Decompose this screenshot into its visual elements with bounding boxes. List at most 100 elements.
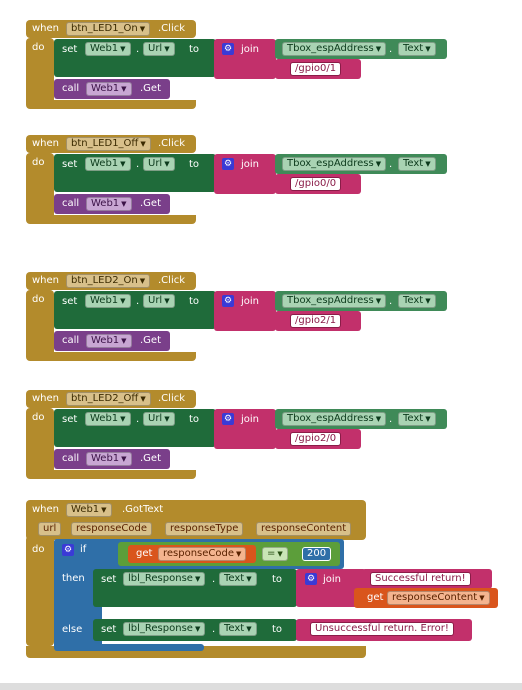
component-dropdown[interactable]: Web1▼ [86, 82, 132, 96]
gear-icon[interactable]: ⚙ [222, 43, 234, 55]
method-name: .Get [140, 453, 162, 464]
dropdown-arrow-icon: ▼ [164, 415, 170, 423]
to-keyword: to [189, 44, 200, 55]
dropdown-arrow-icon: ▼ [375, 45, 382, 53]
text-property-dropdown[interactable]: Text▼ [398, 412, 436, 426]
dropdown-arrow-icon: ▼ [120, 297, 126, 305]
param-url[interactable]: url [38, 522, 62, 536]
then-keyword: then [62, 573, 85, 584]
property-dropdown[interactable]: Text▼ [219, 572, 257, 586]
component-dropdown[interactable]: Web1▼ [86, 452, 132, 466]
when-keyword: when [32, 504, 60, 515]
dropdown-arrow-icon: ▼ [121, 200, 127, 208]
dropdown-arrow-icon: ▼ [425, 45, 431, 53]
param-response-type[interactable]: responseType [165, 522, 244, 536]
dropdown-arrow-icon: ▼ [121, 337, 127, 345]
scrollbar-track[interactable] [0, 683, 522, 690]
component-dropdown[interactable]: Web1▼ [85, 294, 131, 308]
text-property-dropdown[interactable]: Text▼ [398, 294, 436, 308]
set-keyword: set [101, 624, 117, 635]
property-dropdown[interactable]: Url▼ [143, 42, 175, 56]
get-variable-dropdown[interactable]: responseCode▼ [158, 547, 247, 561]
textbox-dropdown[interactable]: Tbox_espAddress▼ [282, 294, 387, 308]
path-string[interactable]: /gpio2/0 [290, 432, 342, 446]
to-keyword: to [189, 296, 200, 307]
gear-icon[interactable]: ⚙ [222, 295, 234, 307]
event-name: .Click [158, 393, 186, 404]
dropdown-arrow-icon: ▼ [140, 395, 146, 403]
gear-icon[interactable]: ⚙ [62, 544, 74, 556]
set-keyword: set [62, 296, 78, 307]
dropdown-arrow-icon: ▼ [139, 277, 146, 285]
property-dropdown[interactable]: Url▼ [143, 412, 175, 426]
label-dropdown[interactable]: lbl_Response▼ [123, 622, 206, 636]
operator-dropdown[interactable]: =▼ [262, 547, 288, 561]
set-keyword: set [62, 414, 78, 425]
textbox-dropdown[interactable]: Tbox_espAddress▼ [282, 412, 387, 426]
method-name: .Get [140, 198, 162, 209]
do-keyword: do [32, 412, 45, 423]
join-keyword: join [241, 44, 260, 55]
set-url-block[interactable] [54, 39, 216, 77]
dropdown-arrow-icon: ▼ [425, 160, 431, 168]
set-url-block[interactable] [54, 409, 216, 447]
path-string[interactable]: /gpio0/0 [290, 177, 342, 191]
property-dropdown[interactable]: Url▼ [143, 294, 175, 308]
dropdown-arrow-icon: ▼ [375, 415, 382, 423]
path-string[interactable]: /gpio0/1 [290, 62, 342, 76]
component-dropdown[interactable]: Web1▼ [86, 334, 132, 348]
number-value[interactable]: 200 [302, 547, 332, 561]
component-dropdown[interactable]: Web1▼ [85, 412, 131, 426]
event-name: .Click [158, 138, 186, 149]
do-keyword: do [32, 294, 45, 305]
set-keyword: set [101, 574, 117, 585]
event-name: .GotText [122, 504, 164, 515]
join-keyword: join [241, 159, 260, 170]
set-url-block[interactable] [54, 291, 216, 329]
call-keyword: call [62, 198, 80, 209]
dropdown-arrow-icon: ▼ [140, 140, 146, 148]
param-response-code[interactable]: responseCode [71, 522, 153, 536]
dropdown-arrow-icon: ▼ [121, 455, 127, 463]
param-response-content[interactable]: responseContent [256, 522, 352, 536]
when-keyword: when [32, 138, 60, 149]
dropdown-arrow-icon: ▼ [246, 625, 252, 633]
component-dropdown[interactable]: Web1▼ [85, 42, 131, 56]
text-property-dropdown[interactable]: Text▼ [398, 42, 436, 56]
response-content-dropdown[interactable]: responseContent▼ [387, 591, 490, 605]
property-dropdown[interactable]: Url▼ [143, 157, 175, 171]
gear-icon[interactable]: ⚙ [222, 158, 234, 170]
when-keyword: when [32, 23, 60, 34]
success-text-string[interactable]: Successful return! [370, 572, 471, 586]
event-name: .Click [158, 23, 186, 34]
dropdown-arrow-icon: ▼ [164, 45, 170, 53]
component-dropdown[interactable]: Web1▼ [66, 503, 112, 517]
path-string[interactable]: /gpio2/1 [290, 314, 342, 328]
error-text-string[interactable]: Unsuccessful return. Error! [310, 622, 454, 636]
component-dropdown[interactable]: Web1▼ [85, 157, 131, 171]
dropdown-arrow-icon: ▼ [277, 550, 283, 558]
method-name: .Get [140, 83, 162, 94]
set-keyword: set [62, 44, 78, 55]
button-dropdown[interactable]: btn_LED1_Off▼ [66, 137, 151, 151]
set-url-block[interactable] [54, 154, 216, 192]
component-dropdown[interactable]: Web1▼ [86, 197, 132, 211]
join-keyword: join [241, 414, 260, 425]
dropdown-arrow-icon: ▼ [246, 575, 252, 583]
button-dropdown[interactable]: btn_LED2_Off▼ [66, 392, 151, 406]
label-dropdown[interactable]: lbl_Response▼ [123, 572, 206, 586]
dropdown-arrow-icon: ▼ [194, 625, 201, 633]
join-keyword: join [323, 574, 342, 585]
else-keyword: else [62, 624, 83, 635]
button-dropdown[interactable]: btn_LED2_On▼ [66, 274, 151, 288]
do-keyword: do [32, 42, 45, 53]
to-keyword: to [272, 574, 283, 585]
text-property-dropdown[interactable]: Text▼ [398, 157, 436, 171]
dropdown-arrow-icon: ▼ [375, 160, 382, 168]
button-dropdown[interactable]: btn_LED1_On▼ [66, 22, 151, 36]
textbox-dropdown[interactable]: Tbox_espAddress▼ [282, 42, 387, 56]
property-dropdown[interactable]: Text▼ [219, 622, 257, 636]
gear-icon[interactable]: ⚙ [222, 413, 234, 425]
gear-icon[interactable]: ⚙ [305, 573, 317, 585]
textbox-dropdown[interactable]: Tbox_espAddress▼ [282, 157, 387, 171]
